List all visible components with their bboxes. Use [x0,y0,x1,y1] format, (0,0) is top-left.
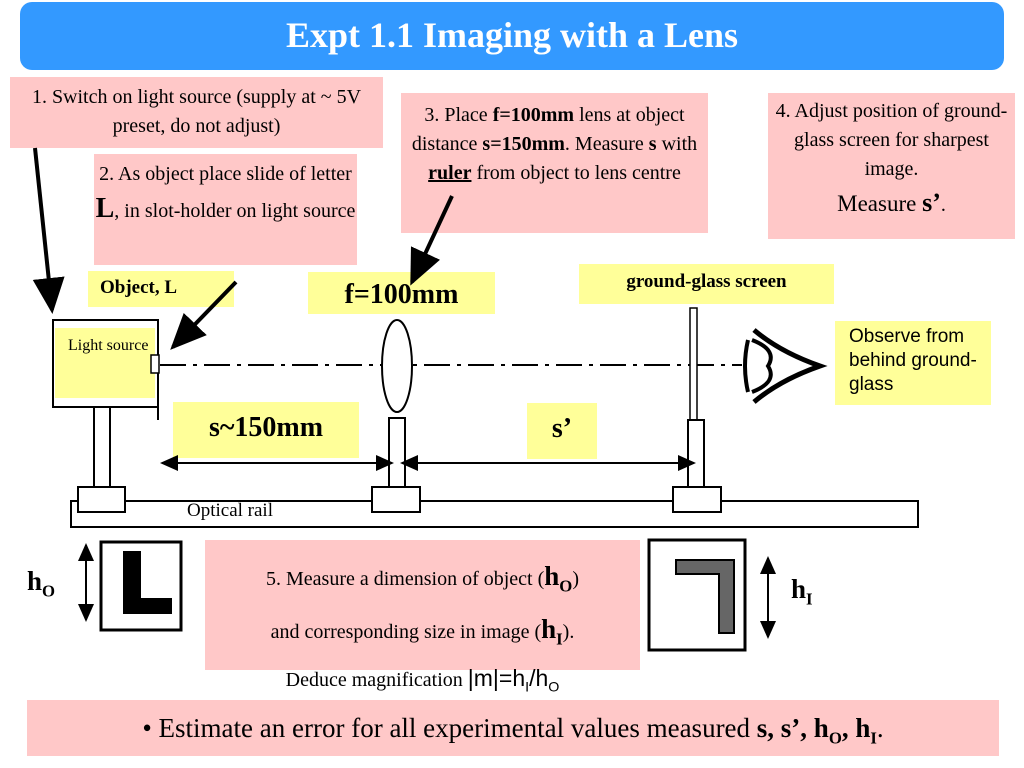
footer-vars-2: , h [841,713,871,743]
step-2-letter: L [95,193,115,224]
footer-note: • Estimate an error for all experimental… [27,700,999,756]
step-4-text: 4. Adjust position of ground-glass scree… [775,100,1008,180]
step-5-note: 5. Measure a dimension of object (hO) an… [205,540,640,696]
step-4-note: 4. Adjust position of ground-glass scree… [768,93,1015,239]
step-3-pointer [410,195,454,286]
step-3-ruler: ruler [428,162,472,184]
light-source-label: Light source [55,328,155,398]
step-5-ho: h [544,561,560,591]
image-height-label: hI [791,574,813,609]
step-2-text: 2. As object place slide of letter [99,163,352,185]
footer-sub-1: O [828,728,842,748]
step-5-text-d: ). [562,621,575,644]
step-4-measure: Measure [837,191,923,216]
footer-text: Estimate an error for all experimental v… [158,713,757,743]
step-2-text-end: , in slot-holder on light source [114,200,356,222]
step-3-text-a: 3. Place [424,104,493,126]
optical-rail-label: Optical rail [187,500,273,521]
lens-carriage [371,486,421,513]
formula-sub-1: I [525,679,530,696]
footer-vars: s, s’, h [756,713,829,743]
step-3-focal: f=100mm [492,104,575,126]
screen-post [687,419,705,489]
letter-l-image [675,559,735,634]
lens-post [388,417,406,489]
hi-sub: I [806,589,813,609]
screen-label: ground-glass screen [579,264,834,304]
object-slide [150,354,160,374]
observe-label: Observe from behind ground-glass [835,321,991,405]
optical-rail [70,500,919,528]
object-label: Object, L [88,271,234,307]
step-2-pointer [170,280,238,350]
step-4-sprime: s’ [922,188,941,217]
footer-bullet: • [142,713,159,743]
step-1-pointer [32,147,65,314]
step-3-s: s [648,133,657,155]
step-5-hi: h [541,614,557,645]
letter-l-object [123,551,172,614]
object-frame [99,540,183,632]
ho-sub: O [42,581,56,601]
magnification-formula: |m|=hI/hO [467,665,560,696]
object-distance-label: s~150mm [173,402,359,458]
step-3-text-e: from object to lens centre [471,162,681,184]
step-5-ho-sub: O [559,576,573,596]
step-5-text-c: and corresponding size in image ( [270,621,542,644]
step-5-hi-sub: I [556,629,563,649]
light-source-post [93,406,111,488]
screen-carriage [672,486,722,513]
light-source-carriage [77,486,126,513]
step-3-text-b: lens at object distance [411,104,685,155]
formula-sub-2: O [548,679,560,696]
step-4-end: . [940,194,946,216]
step-5-text-a: 5. Measure a dimension of object ( [266,568,545,590]
step-2-note: 2. As object place slide of letter L, in… [94,154,357,265]
step-3-distance: s=150mm [482,133,565,155]
formula-part-1: |m|=h [467,665,526,692]
step-3-text-c: . Measure [564,133,649,155]
step-3-text-d: with [656,133,698,155]
hi-h: h [791,574,807,604]
page-title: Expt 1.1 Imaging with a Lens [20,2,1004,70]
step-5-text-b: ) [572,568,579,590]
footer-end: . [876,713,884,743]
step-3-note: 3. Place f=100mm lens at object distance… [401,93,708,233]
step-1-text: 1. Switch on light source (supply at ~ 5… [31,86,362,137]
lens [381,319,413,413]
footer-sub-2: I [870,728,877,748]
ground-glass-screen [689,307,698,424]
step-5-text-e: Deduce magnification [285,669,468,692]
eye-icon [743,328,828,404]
light-source-housing [52,319,159,408]
image-distance-label: s’ [527,403,597,459]
formula-part-2: /h [529,665,549,692]
ho-h: h [27,566,43,596]
step-1-note: 1. Switch on light source (supply at ~ 5… [10,77,383,148]
object-height-label: hO [27,566,55,601]
